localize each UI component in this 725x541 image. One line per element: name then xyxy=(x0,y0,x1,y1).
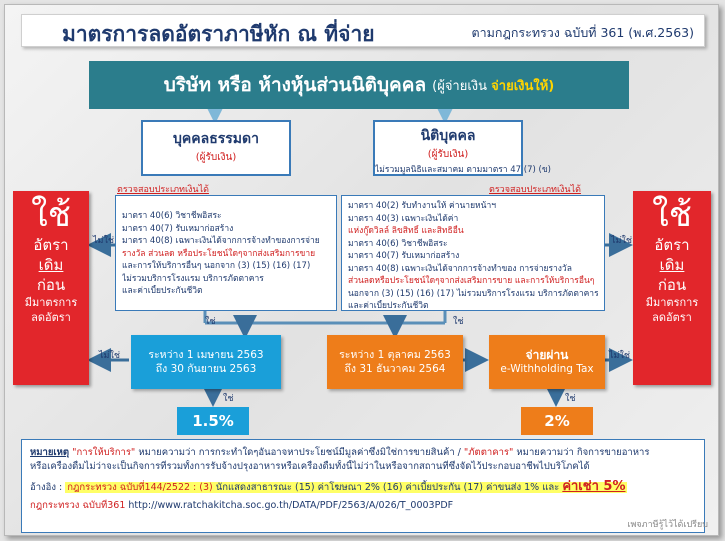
yes-label-center-right: ใช่ xyxy=(453,317,464,327)
note-box: หมายเหตุ "การให้บริการ" หมายความว่า การก… xyxy=(21,439,705,533)
note-line-1: หมายเหตุ "การให้บริการ" หมายความว่า การก… xyxy=(30,446,696,460)
period-2-end: ถึง 31 ธันวาคม 2564 xyxy=(344,363,446,375)
natural-income-list: มาตรา 40(6) วิชาชีพอิสระ มาตรา 40(7) รับ… xyxy=(115,195,337,311)
note-law-url[interactable]: http://www.ratchakitcha.soc.go.th/DATA/P… xyxy=(128,500,454,511)
payer-paren-prefix: (ผู้จ่ายเงิน xyxy=(432,78,488,94)
left-side-line4: ก่อน xyxy=(36,276,66,294)
no-label-right: ไม่ใช่ xyxy=(611,236,632,246)
left-side-line3: เดิม xyxy=(38,256,64,274)
period-1-start: ระหว่าง 1 เมษายน 2563 xyxy=(148,349,264,361)
list-item: ส่วนลดหรือประโยชน์ใดๆจากส่งเสริมการขาย แ… xyxy=(348,276,595,286)
payer-name: บริษัท หรือ ห้างหุ้นส่วนนิติบุคคล xyxy=(163,74,427,96)
list-item: นอกจาก (3) (15) (16) (17) ไม่รวมบริการโร… xyxy=(348,288,598,299)
note-reference: อ้างอิง : กฎกระทรวง ฉบับที่144/2522 : (3… xyxy=(30,480,696,495)
rate-2-badge: 2% xyxy=(521,407,593,435)
natural-person-title: บุคคลธรรมดา xyxy=(173,131,259,147)
list-item: มาตรา 40(6) วิชาชีพอิสระ xyxy=(348,238,448,249)
title-bar: มาตรการลดอัตราภาษีหัก ณ ที่จ่าย ตามกฎกระ… xyxy=(21,14,705,47)
list-item: มาตรา 40(8) เฉพาะเงินได้จากการจ้างทำของ … xyxy=(348,263,572,274)
juristic-check-label: ตรวจสอบประเภทเงินได้ xyxy=(489,185,581,195)
natural-check-label: ตรวจสอบประเภทเงินได้ xyxy=(117,185,209,195)
list-item: มาตรา 40(8) เฉพาะเงินได้จากการจ้างทำของก… xyxy=(122,236,320,246)
period-2-box: ระหว่าง 1 ตุลาคม 2563 ถึง 31 ธันวาคม 256… xyxy=(327,335,463,389)
list-item: มาตรา 40(6) วิชาชีพอิสระ xyxy=(122,211,222,221)
list-item: รางวัล ส่วนลด หรือประโยชน์ใดๆจากส่งเสริม… xyxy=(122,248,316,259)
natural-person-role: (ผู้รับเงิน) xyxy=(195,152,237,163)
note-restaurant-term: "ภัตตาคาร" xyxy=(463,447,514,458)
page-credit: เพจภาษีรู้ไว้ได้เปรียบ xyxy=(627,520,708,530)
connector-arrows xyxy=(87,100,633,407)
yes-label-rate2: ใช่ xyxy=(565,394,576,404)
yes-label-center-left: ใช่ xyxy=(205,317,216,327)
ewht-title: จ่ายผ่าน xyxy=(525,348,569,362)
juristic-person-box: นิติบุคคล (ผู้รับเงิน) ไม่รวมมูลนิธิและส… xyxy=(373,120,551,176)
yes-label-rate1: ใช่ xyxy=(223,394,234,404)
list-item: มาตรา 40(3) เฉพาะเงินได้ค่า xyxy=(348,213,459,224)
note-ref-mid: นักแสดงสาธารณะ (15) ค่าโฆษณา 2% (16) ค่า… xyxy=(215,482,560,493)
period-2-start: ระหว่าง 1 ตุลาคม 2563 xyxy=(339,349,451,361)
no-label-period1: ไม่ใช่ xyxy=(99,351,120,361)
note-restaurant-def: หมายความว่า กิจการขายอาหาร xyxy=(516,447,650,458)
right-old-rate-box: ใช้ อัตรา เดิม ก่อน มีมาตรการ ลดอัตรา xyxy=(633,191,711,385)
natural-person-box: บุคคลธรรมดา (ผู้รับเงิน) xyxy=(141,120,291,176)
right-side-line2: อัตรา xyxy=(654,236,690,254)
juristic-person-role: (ผู้รับเงิน) xyxy=(427,149,469,160)
right-side-line5: มีมาตรการ xyxy=(645,296,699,309)
list-item: มาตรา 40(7) รับเหมาก่อสร้าง xyxy=(348,251,460,261)
left-side-line2: อัตรา xyxy=(33,236,69,254)
note-law: กฎกระทรวง ฉบับที่361 http://www.ratchaki… xyxy=(30,499,696,513)
note-service-term: "การให้บริการ" xyxy=(72,447,136,458)
page-title: มาตรการลดอัตราภาษีหัก ณ ที่จ่าย xyxy=(62,22,375,46)
note-ref-main: กฎกระทรวง ฉบับที่144/2522 : (3) xyxy=(67,482,213,493)
left-side-line6: ลดอัตรา xyxy=(31,311,71,324)
list-item: มาตรา 40(2) รับทำงานให้ ค่านายหน้าฯ xyxy=(348,201,497,211)
right-side-line4: ก่อน xyxy=(657,276,687,294)
no-label-ewht: ไม่ใช่ xyxy=(609,351,630,361)
list-item: ไม่รวมบริการโรงแรม บริการภัตตาคาร xyxy=(122,273,264,284)
ewht-box: จ่ายผ่าน e-Withholding Tax xyxy=(489,335,605,389)
left-side-line5: มีมาตรการ xyxy=(24,296,78,309)
note-service-def: หมายความว่า การกระทำใดๆอันอาจหาประโยชน์ม… xyxy=(138,447,461,458)
payer-paren: (ผู้จ่ายเงิน จ่ายเงินให้) xyxy=(432,75,554,96)
right-side-line3: เดิม xyxy=(659,256,685,274)
right-side-line6: ลดอัตรา xyxy=(652,311,692,324)
list-item: และค่าเบี้ยประกันชีวิต xyxy=(348,301,429,311)
payer-paren-highlight: จ่ายเงินให้) xyxy=(491,78,555,94)
list-item: และการให้บริการอื่นๆ นอกจาก (3) (15) (16… xyxy=(122,261,311,271)
juristic-person-title: นิติบุคคล xyxy=(420,128,476,144)
period-1-end: ถึง 30 กันยายน 2563 xyxy=(155,363,257,375)
note-ref-highlight: กฎกระทรวง ฉบับที่144/2522 : (3) นักแสดงส… xyxy=(65,480,628,494)
juristic-person-note: ไม่รวมมูลนิธิและสมาคม ตามมาตรา 47 (7) (ข… xyxy=(375,165,551,175)
period-1-box: ระหว่าง 1 เมษายน 2563 ถึง 30 กันยายน 256… xyxy=(131,335,281,389)
note-ref-rent: ค่าเช่า 5% xyxy=(562,480,626,494)
left-side-line1: ใช้ xyxy=(31,195,71,235)
note-ref-label: อ้างอิง : xyxy=(30,482,63,493)
list-item: แห่งกู๊ดวิลล์ ลิขสิทธิ์ และสิทธิอื่น xyxy=(348,226,464,236)
right-side-line1: ใช้ xyxy=(652,195,692,235)
juristic-income-list: มาตรา 40(2) รับทำงานให้ ค่านายหน้าฯ มาตร… xyxy=(341,195,605,311)
left-old-rate-box: ใช้ อัตรา เดิม ก่อน มีมาตรการ ลดอัตรา xyxy=(13,191,89,385)
page-subtitle: ตามกฎกระทรวง ฉบับที่ 361 (พ.ศ.2563) xyxy=(471,25,695,40)
rate-1-badge: 1.5% xyxy=(177,407,249,435)
no-label-left: ไม่ใช่ xyxy=(93,236,114,246)
payer-box: บริษัท หรือ ห้างหุ้นส่วนนิติบุคคล (ผู้จ่… xyxy=(89,61,629,109)
ewht-subtitle: e-Withholding Tax xyxy=(500,363,594,375)
list-item: และค่าเบี้ยประกันชีวิต xyxy=(122,286,203,296)
note-line-2: หรือเครื่องดื่มไม่ว่าจะเป็นกิจการที่รวมท… xyxy=(30,461,590,472)
infographic-frame: มาตรการลดอัตราภาษีหัก ณ ที่จ่าย ตามกฎกระ… xyxy=(4,4,719,536)
list-item: มาตรา 40(7) รับเหมาก่อสร้าง xyxy=(122,223,234,234)
note-law-label: กฎกระทรวง ฉบับที่361 xyxy=(30,500,126,511)
note-header: หมายเหตุ xyxy=(30,447,70,458)
